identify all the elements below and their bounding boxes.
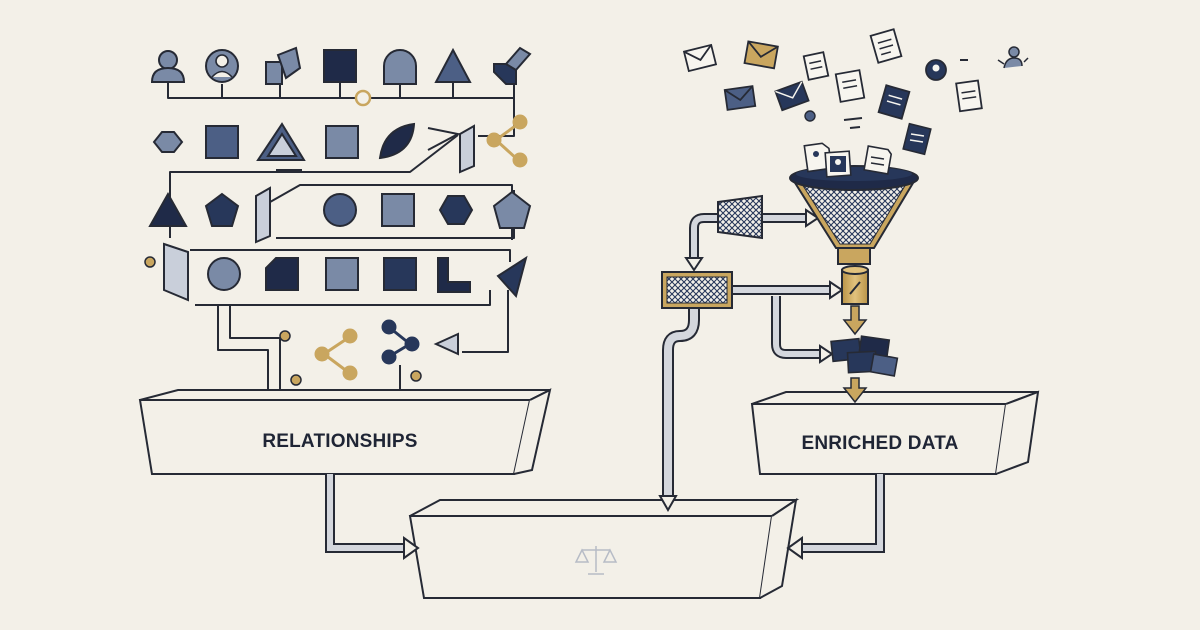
l-shape-icon [437,257,471,293]
small-node [144,256,156,268]
mesh-filter-lower [661,271,733,309]
hexagon-icon [152,131,184,153]
pipe-enriched-to-output [786,474,885,560]
envelope-icon [723,85,757,111]
arrow-down-icon [842,305,868,336]
document-icon [877,84,911,120]
relationships-label: RELATIONSHIPS [262,431,417,452]
document-icon [955,79,983,113]
arch-icon [383,49,417,85]
user-circle-icon [205,49,239,83]
leaf-icon [378,122,416,160]
arrow-left-icon [433,332,459,356]
document-icon [902,122,932,156]
share-icon [486,114,528,168]
hexagon-icon [438,195,474,225]
share-icon [314,328,358,381]
dash-icons [843,117,863,129]
document-icon [863,145,893,175]
envelope-icon [743,40,779,70]
circle-icon [207,257,241,291]
gold-cylinder [841,265,869,305]
pipe-filter-to-output [658,293,700,513]
mesh-filter-upper [717,194,763,240]
person-icon [997,46,1029,69]
pipe-upper-to-lower-filter [684,213,720,272]
person-icon [150,50,186,83]
square-icon [205,125,239,159]
pipe-filter-to-photos [771,296,834,364]
photo-stack-icon [830,335,899,377]
pipe-filter-to-cylinder [732,280,844,300]
square-icon [381,193,415,227]
cut-square-icon [265,257,299,291]
envelope-icon [682,43,718,73]
double-triangle-icon [256,122,306,161]
prism-icon [163,242,189,302]
small-node [410,370,422,382]
relationships-bin: RELATIONSHIPS [138,388,552,475]
pentagon-icon [492,190,532,229]
chevron-down-icon [496,255,528,299]
pentagon-icon [204,192,240,227]
document-icon [802,51,830,81]
document-icon [834,69,866,103]
triangle-icon [148,191,188,227]
square-icon [325,125,359,159]
folded-tag-icon [493,46,532,85]
dot-icon [804,110,816,122]
enriched-data-bin: ENRICHED DATA [750,390,1040,475]
triangle-icon [434,47,472,83]
balance-scale-icon [574,546,618,575]
square-icon [325,257,359,291]
prism-icon [255,186,271,244]
document-icon [869,28,903,64]
small-node [279,330,291,342]
square-icon [383,257,417,291]
enriched-data-label: ENRICHED DATA [801,433,958,454]
output-bin [408,497,800,599]
id-card-icon [824,150,852,178]
envelope-icon [774,80,810,112]
folded-shape-icon [265,46,302,85]
person-head-icon [932,64,940,72]
circle-icon [323,193,357,227]
junction-node [354,89,372,107]
square-icon [323,49,357,83]
pipe-relationships-to-output [325,474,420,560]
pipe-filter-to-funnel [760,208,820,228]
small-node [290,374,302,386]
share-icon [381,319,420,365]
prism-icon [427,124,475,174]
arrow-down-icon [842,377,868,404]
